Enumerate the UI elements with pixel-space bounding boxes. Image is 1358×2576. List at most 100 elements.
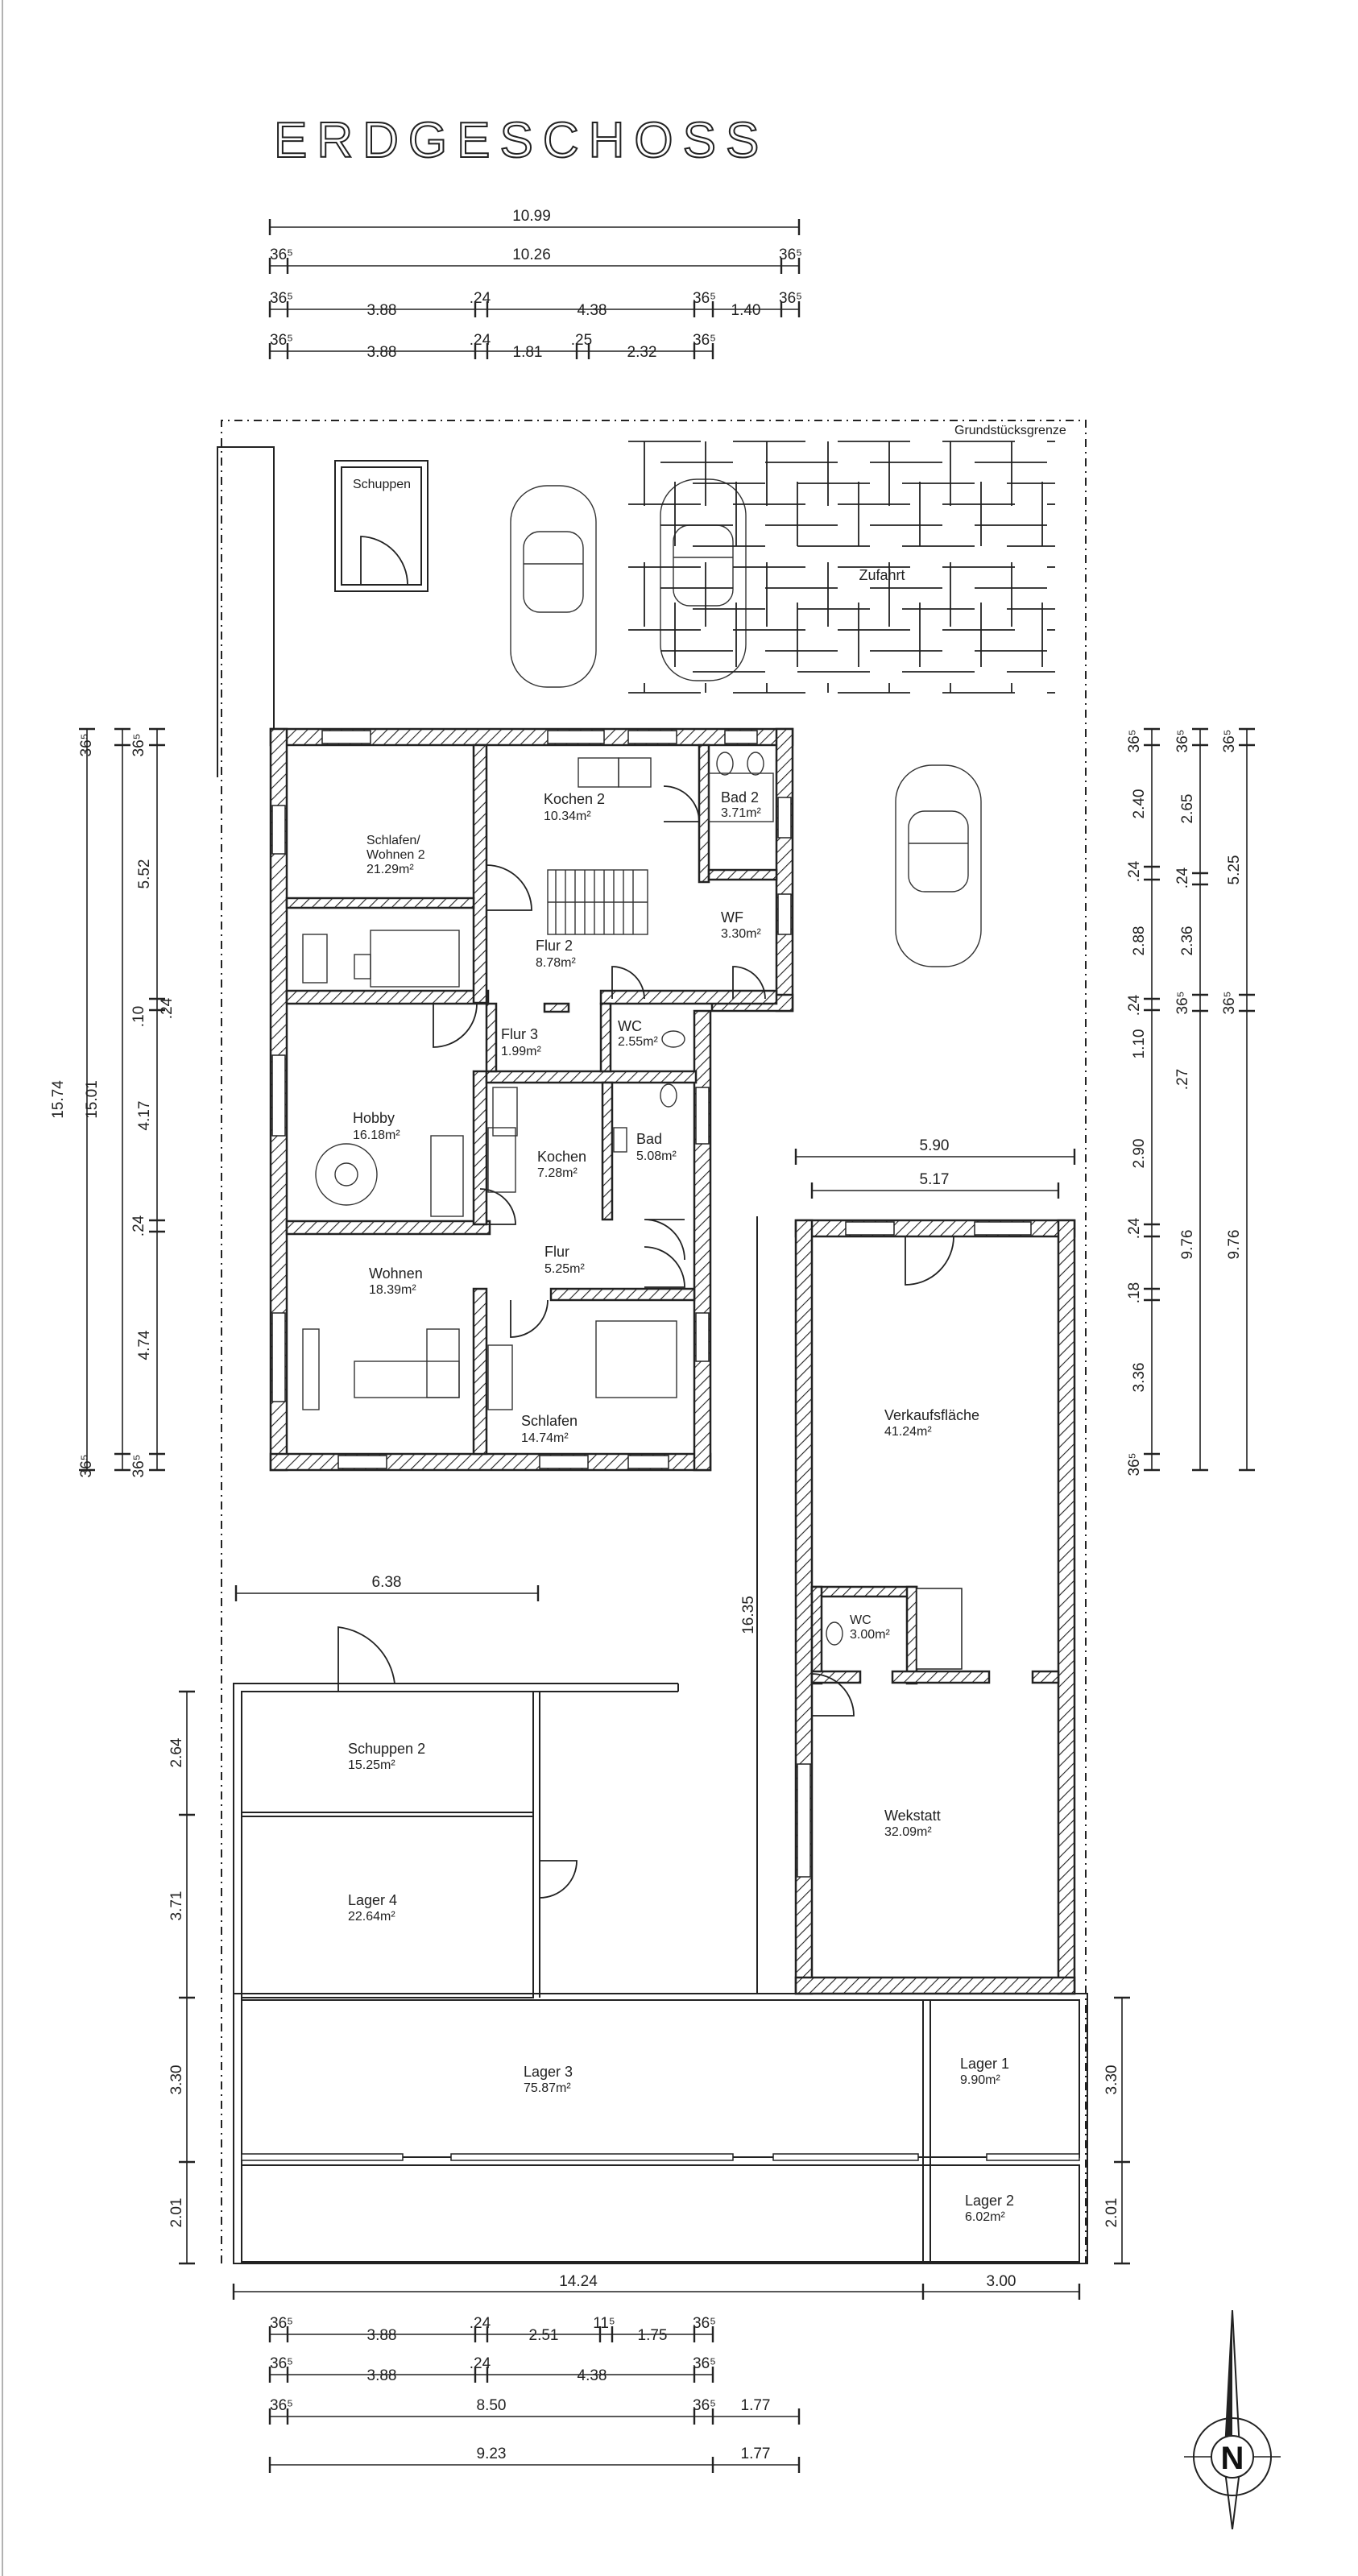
dim-left-lower-1: 2.64 [168,1737,185,1767]
room-kochen-name: Kochen [537,1149,586,1165]
house-doors [433,785,766,1338]
dim-top-3a: 36⁵ [270,290,293,307]
dim-top-2c: 36⁵ [779,246,802,263]
dim-right1-9: .18 [1126,1282,1143,1303]
room-wc-shop-area: 3.00m² [850,1628,890,1642]
room-wf-area: 3.30m² [721,927,761,941]
dim-left-inner-8: 4.74 [136,1330,153,1360]
dim-bottom-3d: 4.38 [578,2367,607,2384]
dim-bottom-2d: 2.51 [529,2327,559,2344]
room-lager1-name: Lager 1 [960,2056,1009,2072]
dim-bottom-3e: 36⁵ [693,2355,716,2372]
dim-top-4f: 2.32 [627,344,657,361]
room-lager2-area: 6.02m² [965,2210,1005,2224]
dim-bottom-2f: 1.75 [638,2327,668,2344]
room-wekstatt-area: 32.09m² [884,1825,932,1839]
dim-bottom-1a: 14.24 [559,2273,598,2290]
room-lager3-area: 75.87m² [524,2081,571,2095]
dim-shop-top-1: 5.90 [920,1137,950,1154]
dim-left-inner-2: 36⁵ [130,733,147,756]
driveway-paving [628,441,1055,694]
dim-top-3e: 36⁵ [693,290,716,307]
room-lager4-name: Lager 4 [348,1892,397,1908]
car-icon [510,478,982,967]
dim-top-4a: 36⁵ [270,332,293,349]
bottom-dimensions: 14.24 3.00 36⁵ 3.88 .24 2.51 11⁵ 1.75 36… [232,2273,1081,2473]
room-schlafen-area: 14.74m² [521,1431,569,1445]
dim-left-inner-4: .10 [130,1006,147,1027]
dim-top-4d: 1.81 [513,344,543,361]
room-verkaufsflaeche-area: 41.24m² [884,1425,932,1439]
dim-right1-4: 2.88 [1131,926,1148,956]
dim-bottom-2g: 36⁵ [693,2315,716,2332]
dim-top-3d: 4.38 [578,302,607,319]
left-dimensions: 15.74 15.01 36⁵ 36⁵ 5.52 .10 .24 4.17 .2… [50,727,757,2265]
dim-bottom-2c: .24 [470,2315,491,2332]
plan-title: ERDGESCHOSS [274,113,768,168]
dim-bottom-4c: 36⁵ [693,2397,716,2414]
north-arrow-icon: N [1184,2309,1281,2530]
dim-top-3g: 36⁵ [779,290,802,307]
room-bad2-area: 3.71m² [721,806,761,820]
dim-right1-3: .24 [1126,860,1143,882]
room-hobby-name: Hobby [353,1110,395,1126]
dim-left-inner-1: 36⁵ [78,733,95,756]
room-schlafen-wohnen2-name-1: Schlafen/ [366,834,420,847]
dim-top-3f: 1.40 [731,302,761,319]
dim-left-outer-2: 15.01 [84,1080,101,1119]
dim-left-inner-9: 36⁵ [78,1454,95,1477]
dim-right3-1: 36⁵ [1221,729,1238,752]
dim-top-4b: 3.88 [367,344,397,361]
room-schlafen-name: Schlafen [521,1413,578,1429]
dim-bottom-3a: 36⁵ [270,2355,293,2372]
dim-right2-4: 2.36 [1179,926,1196,956]
storage-walls [233,1626,1088,2264]
dim-shed-width: 6.38 [372,1574,402,1591]
room-flur3-name: Flur 3 [501,1026,538,1042]
dim-middle-vertical: 16.35 [740,1596,757,1634]
dim-right1-8: .24 [1126,1217,1143,1239]
room-kochen-area: 7.28m² [537,1166,578,1180]
room-lager3-name: Lager 3 [524,2064,573,2080]
shop-windows [797,1221,1032,1878]
room-flur2-area: 8.78m² [536,956,576,970]
driveway-label: Zufahrt [859,567,905,583]
staircase [547,869,648,935]
room-lager2-name: Lager 2 [965,2193,1014,2209]
room-wc-top-name: WC [618,1018,642,1034]
dim-right2-1: 36⁵ [1174,729,1191,752]
dim-right-lower-2: 2.01 [1103,2198,1120,2228]
dim-right1-6: 1.10 [1131,1029,1148,1059]
room-bad2-name: Bad 2 [721,789,759,806]
dim-bottom-5a: 9.23 [477,2446,507,2462]
dim-bottom-2a: 36⁵ [270,2315,293,2332]
dim-left-inner-6: 4.17 [136,1101,153,1131]
dim-right1-7: 2.90 [1131,1139,1148,1169]
dim-top-1: 10.99 [512,208,551,225]
dim-right2-5: 36⁵ [1174,991,1191,1014]
dim-left-lower-4: 2.01 [168,2198,185,2228]
dim-top-4c: .24 [470,332,491,349]
dim-bottom-2e: 11⁵ [593,2315,615,2332]
room-flur-area: 5.25m² [544,1262,585,1276]
top-dimensions: 10.99 36⁵ 10.26 36⁵ 36⁵ 3.88 .24 4.38 36… [268,208,802,361]
dim-bottom-4b: 8.50 [477,2397,507,2414]
room-schlafen-wohnen2-name-2: Wohnen 2 [366,848,425,862]
room-flur-name: Flur [544,1244,569,1260]
north-letter: N [1221,2441,1244,2476]
dim-left-lower-2: 3.71 [168,1891,185,1921]
room-flur3-area: 1.99m² [501,1045,541,1058]
room-bad-area: 5.08m² [636,1149,677,1163]
dim-left-inner-7: .24 [130,1215,147,1236]
dim-right2-6: .27 [1174,1069,1191,1090]
room-kochen2-name: Kochen 2 [544,791,605,807]
dim-left-lower-3: 3.30 [168,2065,185,2095]
room-lager1-area: 9.90m² [960,2073,1000,2087]
room-schlafen-wohnen2-area: 21.29m² [366,863,414,876]
dim-left-inner-5: .24 [159,997,176,1019]
boundary-label: Grundstücksgrenze [954,424,1066,437]
property-boundary: Grundstücksgrenze [217,420,1087,2263]
room-schuppen2-area: 15.25m² [348,1758,395,1772]
dim-bottom-1b: 3.00 [987,2273,1016,2290]
